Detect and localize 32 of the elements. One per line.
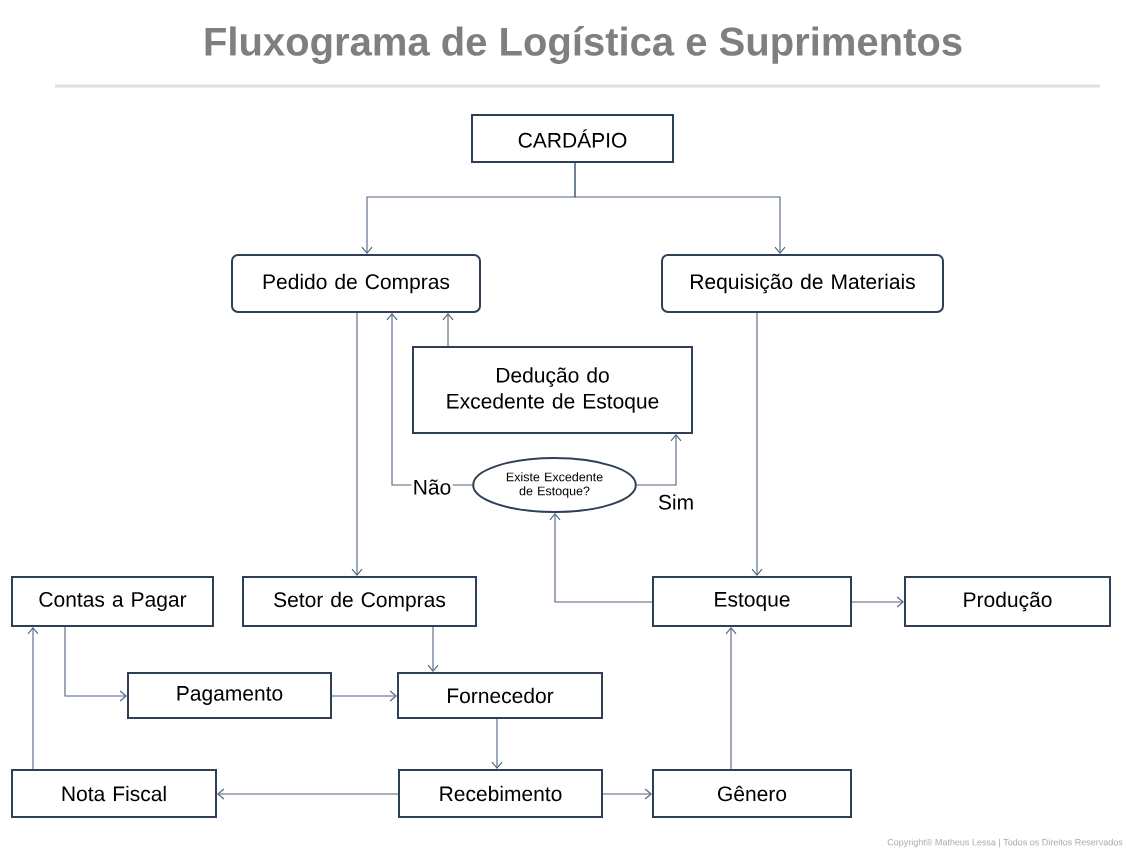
arrow — [574, 162, 786, 254]
arrow — [442, 313, 454, 347]
process-box: Pedido de Compras — [231, 254, 481, 313]
process-box: Requisição de Materiais — [661, 254, 944, 313]
arrow — [331, 690, 397, 702]
arrow — [751, 312, 763, 576]
process-box: Recebimento — [398, 769, 603, 818]
arrow — [602, 788, 652, 800]
process-box: Dedução do Excedente de Estoque — [412, 346, 693, 434]
arrow — [64, 626, 127, 702]
process-box: Estoque — [652, 576, 852, 627]
edge-label: Sim — [656, 492, 696, 512]
copyright-note: Copyright® Matheus Lessa | Todos os Direitos Reservados — [887, 838, 1123, 848]
process-box: Fornecedor — [397, 672, 603, 719]
arrow — [351, 312, 363, 576]
arrow — [851, 596, 904, 608]
arrow — [636, 434, 682, 486]
process-box: Produção — [904, 576, 1111, 627]
arrow — [217, 788, 399, 800]
process-box: CARDÁPIO — [471, 114, 674, 163]
title: Fluxograma de Logística e Suprimentos — [205, 26, 962, 64]
arrow — [27, 627, 39, 770]
process-box: Setor de Compras — [242, 576, 477, 627]
edge-label: Não — [411, 477, 453, 497]
arrow — [725, 627, 737, 770]
arrow — [427, 626, 439, 672]
process-box: Gênero — [652, 769, 852, 818]
process-box: Nota Fiscal — [11, 769, 217, 818]
arrow — [491, 718, 503, 769]
process-box: Contas a Pagar — [11, 576, 214, 627]
process-box: Pagamento — [127, 672, 332, 719]
arrow — [549, 513, 653, 603]
